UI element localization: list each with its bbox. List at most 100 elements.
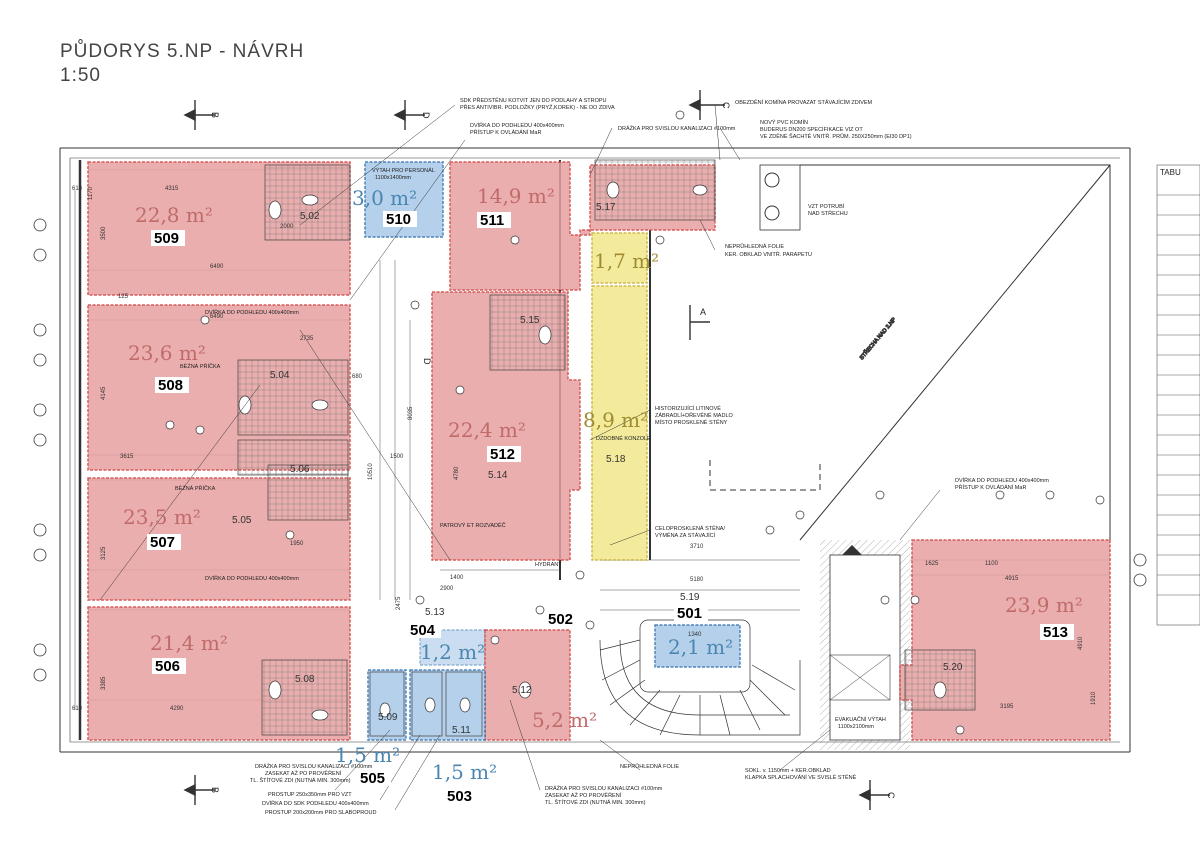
note-railing-2: ZÁBRADLÍ+DŘEVĚNÉ MADLO [655,411,734,419]
note-plinth-2: KLAPKA SPLACHOVÁNÍ VE SVISLÉ STĚNĚ [745,773,857,781]
note-glass-2: VÝMĚNA ZA STÁVAJÍCÍ [655,531,716,539]
area-label-506: 21,4 m² [150,631,228,655]
note-sdk: SDK PŘEDSTĚNU KOTVIT JEN DO PODLAHY A ST… [460,96,607,104]
room-labels: 5.02 5.04 5.06 5.05 5.08 5.15 5.14 5.18 … [232,202,963,736]
section-labels: B D C B C A D [210,102,896,799]
area-label-503: 1,5 m² [432,760,497,784]
note-vzt-2: NAD STŘECHU [808,209,848,217]
room-label-5-15: 5.15 [520,315,540,326]
dim-12: 1500 [390,454,404,460]
room-label-5-02: 5.02 [300,211,320,222]
dim-21: 1625 [925,561,939,567]
unit-number-bg-510 [383,211,417,227]
drawing-scale: 1:50 [60,65,101,86]
unit-number-507[interactable]: 507 [150,534,175,551]
drawing-title-text: PŮDORYS 5.NP - NÁVRH [60,41,305,62]
section-label-b-top: B [210,112,220,118]
dim-25: 3195 [1000,704,1014,710]
section-label-d-top: D [421,112,431,119]
dim-27: 610 [72,186,83,192]
unit-number-504[interactable]: 504 [410,622,436,639]
room-areas [87,161,1111,741]
dim-6: 4145 [101,386,107,400]
corridor-area-label-2: 8,9 m² [583,408,648,432]
area-label-507: 23,5 m² [123,505,201,529]
note-railing: HISTORIZUJÍCÍ LITINOVÉ [655,405,721,412]
area-label-513: 23,9 m² [1005,593,1083,617]
note-duct-3: PROSTUP 200x200mm PRO SLABOPROUD [265,810,376,816]
dim-18: 3710 [690,544,704,550]
room-label-5-18: 5.18 [606,454,626,465]
unit-number-502[interactable]: 502 [548,611,573,628]
side-table: TABU [1156,164,1200,626]
room-label-5-12: 5.12 [512,685,532,696]
unit-number-bg-504 [407,622,441,638]
unit-number-503[interactable]: 503 [447,788,472,805]
note-partition-2: BĚŽNÁ PŘÍČKA [175,484,216,492]
note-drain-bottom-2: ZASEKAT AŽ PO PROVĚŘENÍ [545,791,622,799]
dimension-texts: 4315 6490 6490 3500 2735 4145 3615 3125 … [72,186,1097,712]
note-railing-3: MÍSTO PROSKLENÉ STĚNY [655,418,728,426]
dim-15: 4780 [454,466,460,480]
dim-9: 1950 [290,541,304,547]
area-label-502: 5,2 m² [532,708,597,732]
unit-number-510[interactable]: 510 [386,211,411,228]
room-label-5-13: 5.13 [425,607,445,618]
unit-number-505[interactable]: 505 [360,770,385,787]
note-duct-2: DVÍŘKA DO SDK PODHLEDU 400x400mm [262,799,369,807]
room-label-5-04: 5.04 [270,370,290,381]
note-hatch-507: DVÍŘKA DO PODHLEDU 400x400mm [205,574,299,582]
dim-13: 10510 [368,463,374,480]
unit-number-bg-501 [674,605,708,621]
room-label-5-05: 5.05 [232,515,252,526]
note-drain-bottom-3: TL. ŠTÍTOVÉ ZDI (NUTNÁ MIN. 300mm) [545,799,646,806]
unit-number-513[interactable]: 513 [1043,624,1068,641]
dim-31: 125 [118,294,129,300]
dim-30: 680 [352,374,363,380]
drawing-title: PŮDORYS 5.NP - NÁVRH 1:50 [60,40,304,88]
staircase [599,619,801,736]
note-buderus: BUDERUS DN200 SPECIFIKACE VIZ OT [760,127,863,133]
dim-2: 6490 [210,264,224,270]
note-lift: EVAKUAČNÍ VÝTAH [835,716,886,723]
dim-14: 8035 [408,406,414,420]
dim-24: 4910 [1078,636,1084,650]
dim-22: 1100 [985,561,999,567]
unit-number-506[interactable]: 506 [155,658,180,675]
room-label-5-17: 5.17 [596,202,616,213]
dim-11: 3385 [101,676,107,690]
dim-28: 610 [72,706,83,712]
unit-number-509[interactable]: 509 [154,230,179,247]
note-hatch-top-2: PŘÍSTUP K OVLÁDÁNÍ MaR [470,128,541,136]
unit-number-508[interactable]: 508 [158,377,183,394]
room-label-5-19: 5.19 [680,592,700,603]
note-drain-left-3: TL. ŠTÍTOVÉ ZDI (NUTNÁ MIN. 300mm) [250,777,351,784]
note-hatch-top: DVÍŘKA DO PODHLEDU 400x400mm [470,121,564,129]
leader-lines [99,104,941,811]
note-plinth: SOKL. v. 1150mm + KER.OBKLAD [745,768,831,774]
dim-19: 5180 [690,577,704,583]
corridor-area-label-1: 1,7 m² [594,249,659,273]
room-501-fill [654,624,741,668]
room-503-fill [409,669,486,741]
sanitary-icons [238,181,947,721]
lift-shaft [759,164,910,750]
corridor-small-fill [591,232,648,284]
unit-number-511[interactable]: 511 [480,212,504,229]
unit-number-bg-503 [444,788,478,804]
unit-number-bg-509 [151,230,185,246]
building-outline [59,147,1131,753]
dim-7: 3615 [120,454,134,460]
area-label-509: 22,8 m² [135,203,213,227]
unit-number-bg-505 [357,770,391,786]
note-drain-left-2: ZASEKAT AŽ PO PROVĚŘENÍ [265,769,342,777]
unit-number-501[interactable]: 501 [677,605,702,622]
note-partition: BĚŽNÁ PŘÍČKA [180,362,221,370]
area-label-504: 1,2 m² [420,640,485,664]
axis-bubbles-left [33,218,1147,682]
unit-number-512[interactable]: 512 [490,446,515,463]
note-foil-bottom: NEPRŮHLEDNÁ FOLIE [620,763,679,770]
dim-5: 2735 [300,336,314,342]
